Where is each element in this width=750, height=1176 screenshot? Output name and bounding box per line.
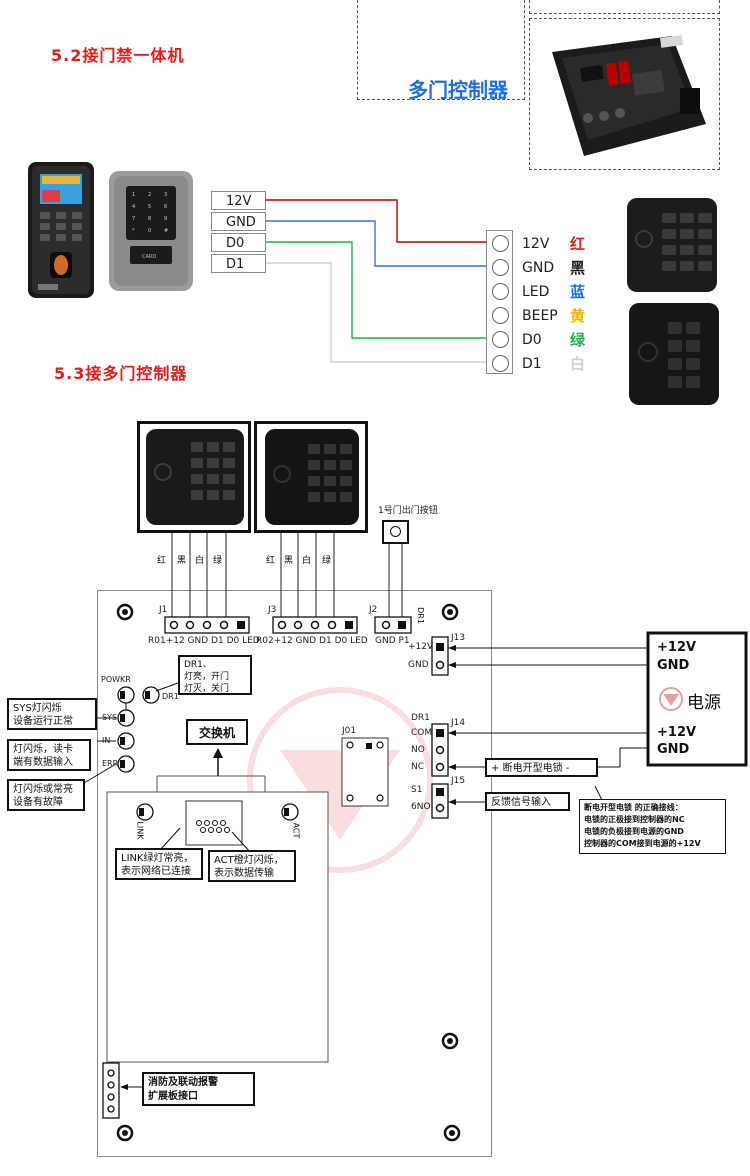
controller-board-frame: [529, 18, 720, 170]
pin-color-d0: 绿: [570, 331, 586, 349]
power-logo-icon: [659, 687, 683, 711]
controller-board-image: [552, 34, 706, 156]
metal-keypad-reader-image: 1 2 3 4 5 6 7 8 9 * 0 # CARD: [109, 171, 193, 291]
j14-label: J14: [451, 718, 466, 728]
led-label-powkr: POWKR: [101, 675, 131, 684]
pin-label-d0: D0: [522, 332, 542, 348]
reader-pin-labels: 12V 红 GND 黑 LED 蓝 BEEP 黄 D0 绿 D1 白: [522, 233, 597, 377]
svg-text:*: *: [132, 228, 135, 234]
j14-pin-no: NO: [411, 745, 425, 755]
err-note: 灯闪烁或常亮 设备有故障: [7, 779, 85, 811]
wire-d1: [266, 262, 490, 363]
pin-color-12v: 红: [570, 235, 586, 253]
card-reader-image-2: [629, 303, 719, 405]
pin-color-gnd: 黑: [570, 259, 586, 277]
act-label: ACT: [291, 822, 301, 839]
section-52-title: 5.2接门禁一体机: [51, 46, 185, 65]
j2-side: DR1: [415, 607, 425, 624]
pin-color-led: 蓝: [570, 283, 586, 301]
svg-text:CARD: CARD: [142, 254, 156, 260]
pin-color-beep: 黄: [570, 307, 586, 325]
fire-alarm-interface-label: 消防及联动报警 扩展板接口: [142, 1072, 255, 1106]
section-53-title: 5.3接多门控制器: [54, 364, 188, 383]
led-label-dr1: DR1: [162, 692, 179, 701]
j13-pin-12v: +12V: [408, 642, 434, 652]
section-52-wires: [266, 199, 490, 363]
pin-label-led: LED: [522, 284, 550, 300]
j01-label: J01: [342, 726, 357, 736]
power-bot-12v: +12V: [657, 725, 697, 740]
wire-d0: [266, 241, 490, 339]
feedback-input-label: 反馈信号输入: [485, 792, 570, 811]
power-bot-gnd: GND: [657, 742, 690, 757]
pin-label-beep: BEEP: [522, 308, 558, 324]
svg-text:5: 5: [148, 204, 151, 210]
svg-text:3: 3: [164, 192, 167, 198]
reader-pin-block: [486, 230, 513, 374]
section-53-wiring: [83, 533, 748, 1142]
j1-label: J1: [159, 605, 168, 615]
j13-pin-gnd: GND: [408, 660, 429, 670]
j1-pins: R01+12 GND D1 D0 LED: [148, 636, 260, 646]
reader1-image: [146, 429, 244, 525]
pin-label-gnd: GND: [522, 260, 555, 276]
svg-text:1: 1: [132, 192, 135, 198]
j3-label: J3: [268, 605, 277, 615]
multi-door-label: 多门控制器: [408, 78, 508, 102]
j14-pin-com: COM: [411, 728, 433, 738]
link-note: LINK绿灯常亮， 表示网络已连接: [115, 848, 203, 880]
switch-label: 交换机: [186, 719, 248, 745]
svg-text:7: 7: [132, 216, 135, 222]
power-name: 电源: [687, 693, 721, 713]
exit-button-label: 1号门出门按钮: [378, 506, 438, 516]
terminal-12v: 12V: [211, 191, 266, 210]
power-top-gnd: GND: [657, 658, 690, 673]
svg-text:6: 6: [164, 204, 167, 210]
link-label: LINK: [135, 821, 145, 840]
j2-label: J2: [369, 605, 378, 615]
svg-text:4: 4: [132, 204, 135, 210]
pin-color-d1: 白: [570, 355, 586, 373]
j14-header: DR1: [411, 713, 430, 723]
top-right-dashed-frame: [529, 0, 720, 14]
act-note: ACT橙灯闪烁， 表示数据传输: [208, 850, 296, 882]
svg-text:2: 2: [148, 192, 151, 198]
svg-text:8: 8: [148, 216, 151, 222]
in-note: 灯闪烁，读卡 端有数据输入: [7, 739, 91, 771]
pin-label-12v: 12V: [522, 236, 550, 252]
terminal-d1: D1: [211, 254, 266, 273]
pin-label-d1: D1: [522, 356, 542, 372]
j2-pins: GND P1: [375, 636, 410, 646]
electric-lock-label: + 断电开型电锁 -: [485, 758, 598, 777]
terminal-gnd: GND: [211, 212, 266, 231]
svg-text:#: #: [164, 228, 168, 234]
card-reader-image-1: [627, 198, 717, 292]
top-dashed-frame: [357, 0, 525, 100]
power-top-12v: +12V: [657, 640, 697, 655]
reader2-image: [265, 429, 359, 525]
dr1-note: DR1、 灯亮，开门 灯灭，关门: [178, 655, 252, 695]
j13-label: J13: [451, 633, 466, 643]
terminal-d0: D0: [211, 233, 266, 252]
j3-pins: R02+12 GND D1 D0 LED: [256, 636, 368, 646]
j15-pin-s1: S1: [411, 785, 423, 795]
exit-button[interactable]: [382, 520, 409, 544]
lock-wiring-note: 断电开型电锁 的正确接线： 电锁的正极接到控制器的NC 电锁的负极接到电源的GN…: [579, 799, 726, 854]
j15-label: J15: [451, 776, 466, 786]
terminal-block-left: 12V GND D0 D1: [211, 191, 266, 273]
led-label-sys: SYS: [102, 713, 118, 722]
svg-text:0: 0: [148, 228, 151, 234]
j15-pin-6no: 6NO: [411, 802, 431, 812]
wire-12v: [266, 199, 490, 243]
led-label-err: ERR: [102, 759, 119, 768]
fingerprint-terminal-image: [28, 162, 94, 298]
sys-note: SYS灯闪烁 设备运行正常: [7, 698, 97, 730]
j14-pin-nc: NC: [411, 762, 425, 772]
svg-text:9: 9: [164, 216, 167, 222]
led-label-in: IN: [102, 736, 111, 745]
wire-gnd: [266, 220, 490, 267]
